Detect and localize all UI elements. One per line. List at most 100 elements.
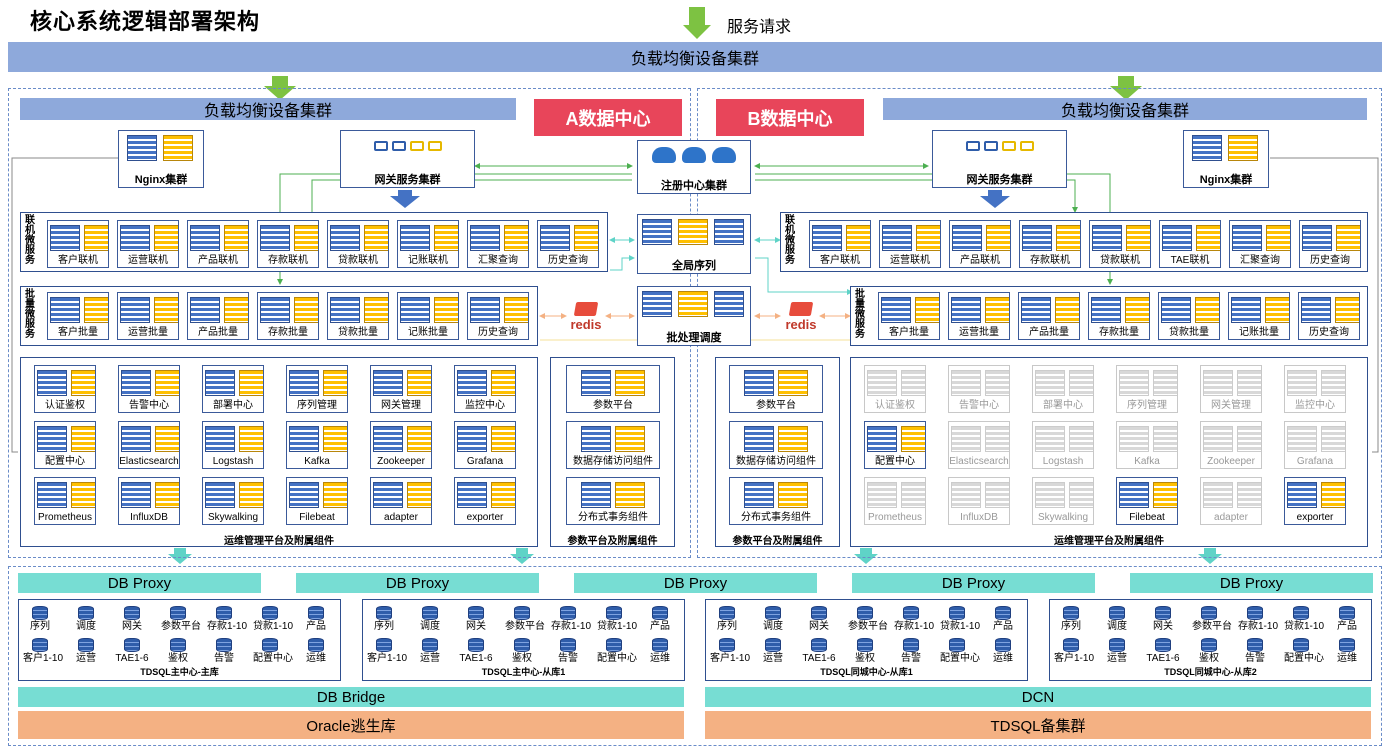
db-instance: 调度: [1100, 606, 1134, 632]
db-instance: 配置中心: [940, 638, 980, 664]
db-instance: 运营: [413, 638, 447, 664]
db-group-caption: TDSQL主中心-主库: [140, 667, 219, 677]
database-icon: [422, 606, 438, 620]
database-icon: [32, 638, 48, 652]
database-icon: [1201, 606, 1217, 620]
dcn-bar: DCN: [705, 687, 1371, 707]
ops-component-tile: Skywalking: [1032, 477, 1094, 525]
batch-service-tile: 产品批量: [187, 292, 249, 340]
batch-label-b: 批量微服务: [855, 289, 865, 340]
oracle-escape-bar: Oracle逃生库: [18, 711, 684, 739]
nginx-b-cluster: Nginx集群: [1183, 130, 1269, 188]
database-icon: [811, 638, 827, 652]
ops-component-tile: 配置中心: [34, 421, 96, 469]
db-group-caption: TDSQL主中心-从库1: [481, 667, 566, 677]
db-proxy-bar: DB Proxy: [1130, 573, 1373, 593]
database-icon: [857, 638, 873, 652]
online-label-b: 联机微服务: [785, 215, 795, 266]
db-instance: 序列: [23, 606, 57, 632]
database-icon: [308, 606, 324, 620]
db-instance: 产品: [986, 606, 1020, 632]
db-instance: 运维: [986, 638, 1020, 664]
cloud-icon: [652, 147, 676, 163]
ops-component-tile: Kafka: [1116, 421, 1178, 469]
db-instance: 贷款1-10: [253, 606, 293, 632]
ops-component-tile: 网关管理: [370, 365, 432, 413]
db-instance: 配置中心: [253, 638, 293, 664]
batch-service-tile: 历史查询: [467, 292, 529, 340]
ops-component-tile: 告警中心: [118, 365, 180, 413]
ops-platform-b: [850, 357, 1368, 547]
batch-service-tile: 产品批量: [1018, 292, 1080, 340]
lb-b-bar: 负载均衡设备集群: [883, 98, 1367, 120]
db-instance: 序列: [367, 606, 401, 632]
db-instance: 客户1-10: [23, 638, 63, 664]
db-proxy-bar: DB Proxy: [852, 573, 1095, 593]
online-service-tile: 记账联机: [397, 220, 459, 268]
ops-platform-a: [20, 357, 538, 547]
database-icon: [606, 638, 622, 652]
database-icon: [376, 606, 392, 620]
database-icon: [652, 638, 668, 652]
ops-component-tile: 告警中心: [948, 365, 1010, 413]
ops-component-tile: Prometheus: [34, 477, 96, 525]
online-service-tile: 产品联机: [949, 220, 1011, 268]
online-service-tile: 贷款联机: [327, 220, 389, 268]
db-instance: 网关: [115, 606, 149, 632]
ops-component-tile: adapter: [1200, 477, 1262, 525]
nginx-a-cluster: Nginx集群: [118, 130, 204, 188]
online-service-tile: 运营联机: [879, 220, 941, 268]
ops-component-tile: Prometheus: [864, 477, 926, 525]
db-proxy-bar: DB Proxy: [574, 573, 817, 593]
online-service-tile: 历史查询: [537, 220, 599, 268]
db-instance: 存款1-10: [1238, 606, 1278, 632]
online-service-tile: 产品联机: [187, 220, 249, 268]
db-instance: 调度: [69, 606, 103, 632]
db-instance: 参数平台: [505, 606, 545, 632]
db-instance: 贷款1-10: [597, 606, 637, 632]
ops-component-tile: Filebeat: [286, 477, 348, 525]
ops-component-tile: 网关管理: [1200, 365, 1262, 413]
online-service-tile: 汇聚查询: [467, 220, 529, 268]
lb-top-bar: 负载均衡设备集群: [8, 42, 1382, 72]
ops-component-tile: 认证鉴权: [34, 365, 96, 413]
db-instance: 运营: [69, 638, 103, 664]
online-service-tile: 运营联机: [117, 220, 179, 268]
ops-component-tile: exporter: [1284, 477, 1346, 525]
ops-component-tile: Kafka: [286, 421, 348, 469]
database-icon: [78, 606, 94, 620]
arrow-service-request: [683, 7, 711, 39]
param-component-tile: 分布式事务组件: [566, 477, 660, 525]
database-icon: [1247, 606, 1263, 620]
dc-a-label: A数据中心: [534, 99, 682, 136]
database-icon: [468, 638, 484, 652]
param-caption-b: 参数平台及附属组件: [732, 536, 823, 547]
database-icon: [170, 606, 186, 620]
batch-service-tile: 客户批量: [47, 292, 109, 340]
database-icon: [606, 606, 622, 620]
batch-service-tile: 运营批量: [117, 292, 179, 340]
db-proxy-bar: DB Proxy: [296, 573, 539, 593]
ops-component-tile: Zookeeper: [1200, 421, 1262, 469]
batch-service-tile: 客户批量: [878, 292, 940, 340]
db-instance: 产品: [1330, 606, 1364, 632]
batch-scheduler: 批处理调度: [637, 286, 751, 346]
database-icon: [719, 606, 735, 620]
db-instance: 运维: [299, 638, 333, 664]
db-instance: 客户1-10: [1054, 638, 1094, 664]
database-icon: [995, 638, 1011, 652]
ops-component-tile: 监控中心: [454, 365, 516, 413]
db-instance: 鉴权: [1192, 638, 1226, 664]
database-icon: [560, 638, 576, 652]
tdsql-backup-bar: TDSQL备集群: [705, 711, 1371, 739]
db-instance: 告警: [1238, 638, 1272, 664]
db-instance: 序列: [1054, 606, 1088, 632]
ops-component-tile: Zookeeper: [370, 421, 432, 469]
database-icon: [1339, 638, 1355, 652]
ops-component-tile: adapter: [370, 477, 432, 525]
service-request-label: 服务请求: [727, 19, 792, 36]
db-instance: TAE1-6: [1146, 638, 1180, 664]
db-instance: 参数平台: [848, 606, 888, 632]
